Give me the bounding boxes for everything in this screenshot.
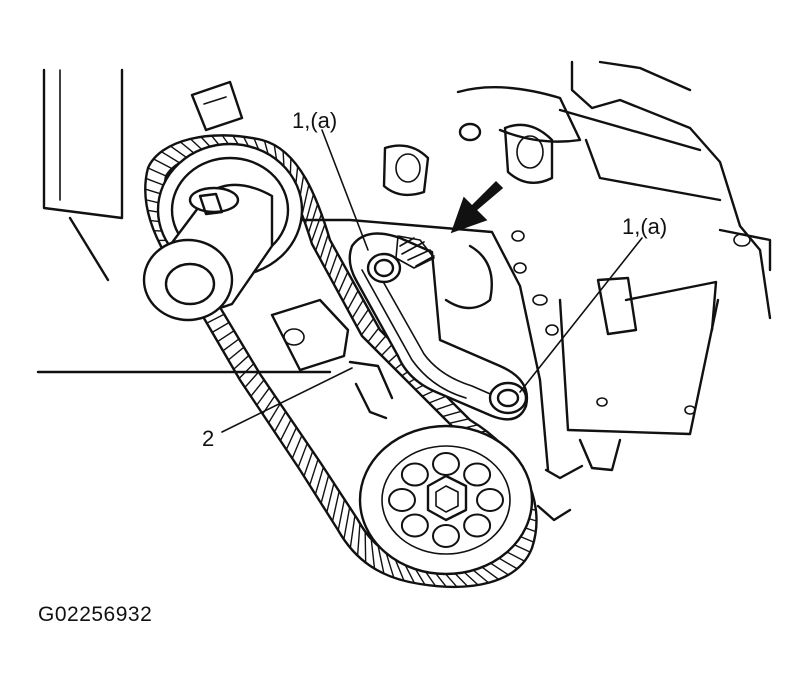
chain-link-mark — [309, 458, 319, 486]
chain-link-mark — [211, 321, 230, 333]
chain-link-mark — [326, 483, 335, 513]
chain-link-mark — [145, 177, 165, 187]
chain-link-mark — [267, 403, 281, 424]
sprocket-hole — [463, 462, 492, 487]
chain-link-mark — [153, 158, 173, 170]
chain-link-mark — [301, 184, 310, 216]
chain-link-mark — [238, 363, 255, 379]
chain-link-mark — [319, 233, 329, 260]
sprocket-hole — [388, 488, 416, 512]
hatched-contact-area — [395, 235, 435, 269]
chain-link-mark — [328, 253, 339, 277]
chain-link-mark — [324, 243, 333, 268]
guide-bolt-lower — [488, 381, 528, 415]
chain-link-mark — [320, 475, 330, 504]
chain-link-mark — [356, 523, 361, 556]
chain-link-mark — [291, 435, 303, 459]
sprocket-hole — [400, 513, 429, 538]
chain-link-mark — [435, 403, 454, 411]
camshaft-sprocket — [142, 142, 304, 322]
sprocket-hole — [432, 452, 460, 476]
chain-link-mark — [307, 203, 319, 234]
sprocket-hole — [476, 488, 504, 512]
chain-link-mark — [310, 213, 323, 243]
engine-block-outline — [36, 60, 772, 522]
chain-link-mark — [244, 371, 260, 388]
chain-link-mark — [356, 308, 370, 327]
chain-link-mark — [364, 531, 367, 563]
chain-link-mark — [206, 313, 225, 324]
chain-link-mark — [233, 354, 250, 370]
chain-link-mark — [217, 330, 235, 343]
chain-link-mark — [367, 327, 380, 343]
chain-link-mark — [333, 262, 344, 285]
guide-bolt-upper — [366, 252, 402, 284]
chain-link-mark — [337, 271, 349, 294]
chain-link-mark — [256, 387, 270, 406]
chain-link-mark — [273, 411, 287, 433]
chain-link-mark — [297, 443, 308, 468]
callout-chain-guide: 2 — [202, 426, 214, 451]
chain-link-mark — [314, 223, 326, 251]
chain-link-mark — [428, 395, 447, 404]
chain-link-mark — [303, 451, 314, 477]
chain-link-mark — [331, 491, 340, 522]
chain-link-mark — [342, 280, 354, 302]
sprocket-hole — [432, 524, 460, 548]
chain-link-mark — [385, 551, 395, 578]
direction-arrow-icon — [450, 180, 504, 234]
chain-link-mark — [337, 499, 346, 531]
chain-link-mark — [442, 410, 462, 418]
crankshaft-sprocket — [358, 424, 534, 576]
sprocket-hole — [463, 513, 492, 538]
chain-link-mark — [347, 290, 359, 311]
chain-link-mark — [314, 466, 325, 495]
callout-bolt-upper: 1,(a) — [292, 108, 337, 133]
chain-link-mark — [343, 507, 351, 540]
figure-id: G02256932 — [38, 603, 153, 626]
chain-link-mark — [161, 151, 181, 164]
chain-link-mark — [351, 299, 364, 319]
chain-link-mark — [222, 338, 240, 352]
chain-link-mark — [370, 538, 376, 569]
sprocket-hole — [400, 462, 429, 487]
chain-link-mark — [374, 335, 387, 350]
chain-link-mark — [304, 193, 315, 225]
chain-link-mark — [360, 318, 375, 336]
chain-link-mark — [349, 515, 356, 548]
chain-link-mark — [285, 427, 298, 450]
chain-link-mark — [377, 545, 385, 574]
leader-lines — [221, 129, 643, 433]
chain-link-mark — [250, 379, 265, 397]
chain-link-mark — [227, 346, 245, 361]
chain-link-mark — [449, 418, 470, 425]
chain-link-mark — [279, 419, 292, 441]
callout-bolt-lower: 1,(a) — [622, 214, 667, 239]
chain-link-mark — [147, 167, 167, 177]
